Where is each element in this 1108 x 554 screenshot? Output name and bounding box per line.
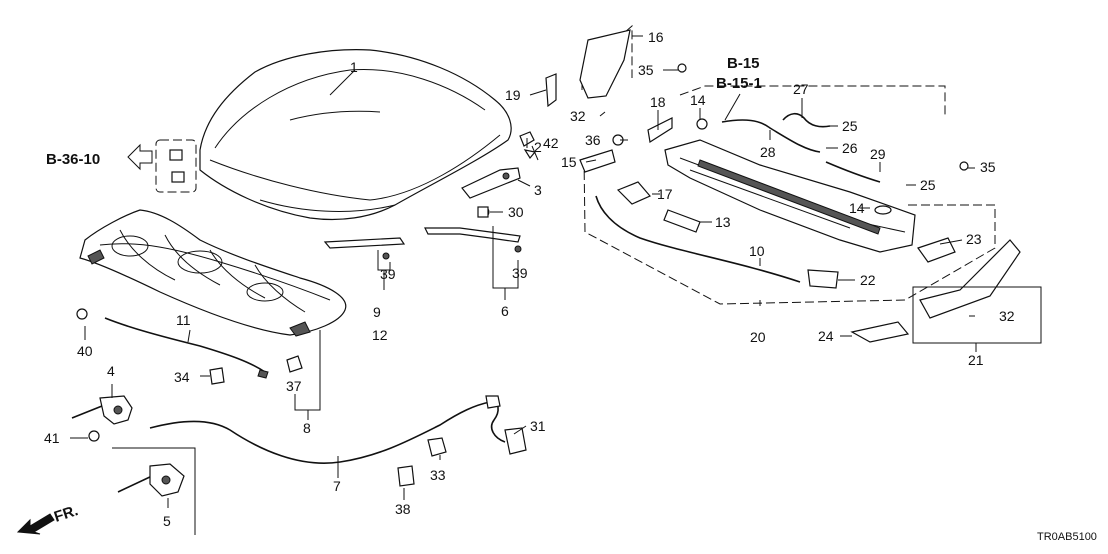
callout-28: 28 [760, 144, 776, 160]
callout-11: 11 [176, 312, 191, 328]
callout-10: 10 [749, 243, 765, 259]
callout-30: 30 [508, 204, 524, 220]
callout-38: 38 [395, 501, 411, 517]
callout-17: 17 [657, 186, 673, 202]
callout-42: 42 [543, 135, 559, 151]
callout-5: 5 [163, 513, 171, 529]
callout-39a: 39 [380, 266, 396, 282]
callout-18: 18 [650, 94, 666, 110]
callout-29: 29 [870, 146, 886, 162]
callout-19: 19 [505, 87, 521, 103]
callout-2: 2 [534, 139, 542, 155]
callout-22: 22 [860, 272, 876, 288]
callout-25b: 25 [920, 177, 936, 193]
reference-b36-10: B-36-10 [46, 139, 197, 193]
callout-15: 15 [561, 154, 577, 170]
box-21 [912, 286, 1042, 344]
callout-6: 6 [501, 303, 509, 319]
callout-20: 20 [750, 329, 766, 345]
hood-support-rod [76, 308, 303, 385]
hood-hinge-assembly [461, 131, 537, 218]
ref-pointer [724, 93, 741, 121]
callout-12: 12 [372, 327, 388, 343]
callout-34: 34 [174, 369, 190, 385]
front-direction-indicator: FR. [16, 502, 80, 535]
callout-21: 21 [968, 352, 984, 368]
ref-b36-10-text: B-36-10 [46, 151, 100, 168]
cowl-top-cover [664, 139, 916, 253]
leader-lines [70, 35, 977, 508]
callout-3: 3 [534, 182, 542, 198]
callout-13: 13 [715, 214, 731, 230]
callout-1: 1 [350, 59, 358, 75]
callout-9: 9 [373, 304, 381, 320]
weatherstrip-10 [595, 195, 801, 283]
callout-33: 33 [430, 467, 446, 483]
hood-frame [79, 209, 347, 337]
callout-35b: 35 [980, 159, 996, 175]
hood-seal-strips [323, 227, 522, 260]
hood-release-cable [149, 395, 527, 487]
ref-b15-text: B-15 [727, 55, 760, 72]
callout-23: 23 [966, 231, 982, 247]
callout-40: 40 [77, 343, 93, 359]
hood-latch-lower [112, 447, 196, 535]
ref-b15-1-text: B-15-1 [716, 75, 762, 92]
hood-panel [199, 49, 512, 221]
assembly-frame-top [679, 85, 946, 118]
callout-14b: 14 [849, 200, 865, 216]
part-number-labels: 1 2 3 4 5 6 7 8 9 10 11 12 13 14 14 15 1… [44, 29, 1015, 529]
callout-4: 4 [107, 363, 115, 379]
callout-41: 41 [44, 430, 60, 446]
front-indicator-text: FR. [52, 502, 80, 526]
callout-14a: 14 [690, 92, 706, 108]
callout-7: 7 [333, 478, 341, 494]
hood-latch-upper [71, 395, 133, 442]
ref-arrow-icon [127, 143, 153, 171]
callout-37: 37 [286, 378, 302, 394]
callout-27: 27 [793, 81, 809, 97]
callout-39b: 39 [512, 265, 528, 281]
callout-32a: 32 [570, 108, 586, 124]
callout-16: 16 [648, 29, 664, 45]
callout-32b: 32 [999, 308, 1015, 324]
drawing-code: TR0AB5100 [1037, 531, 1097, 543]
callout-25a: 25 [842, 118, 858, 134]
cowl-small-parts [545, 29, 1021, 343]
front-arrow-icon [16, 513, 55, 535]
callout-8: 8 [303, 420, 311, 436]
callout-24: 24 [818, 328, 834, 344]
callout-35a: 35 [638, 62, 654, 78]
callout-31: 31 [530, 418, 546, 434]
callout-26: 26 [842, 140, 858, 156]
callout-36: 36 [585, 132, 601, 148]
